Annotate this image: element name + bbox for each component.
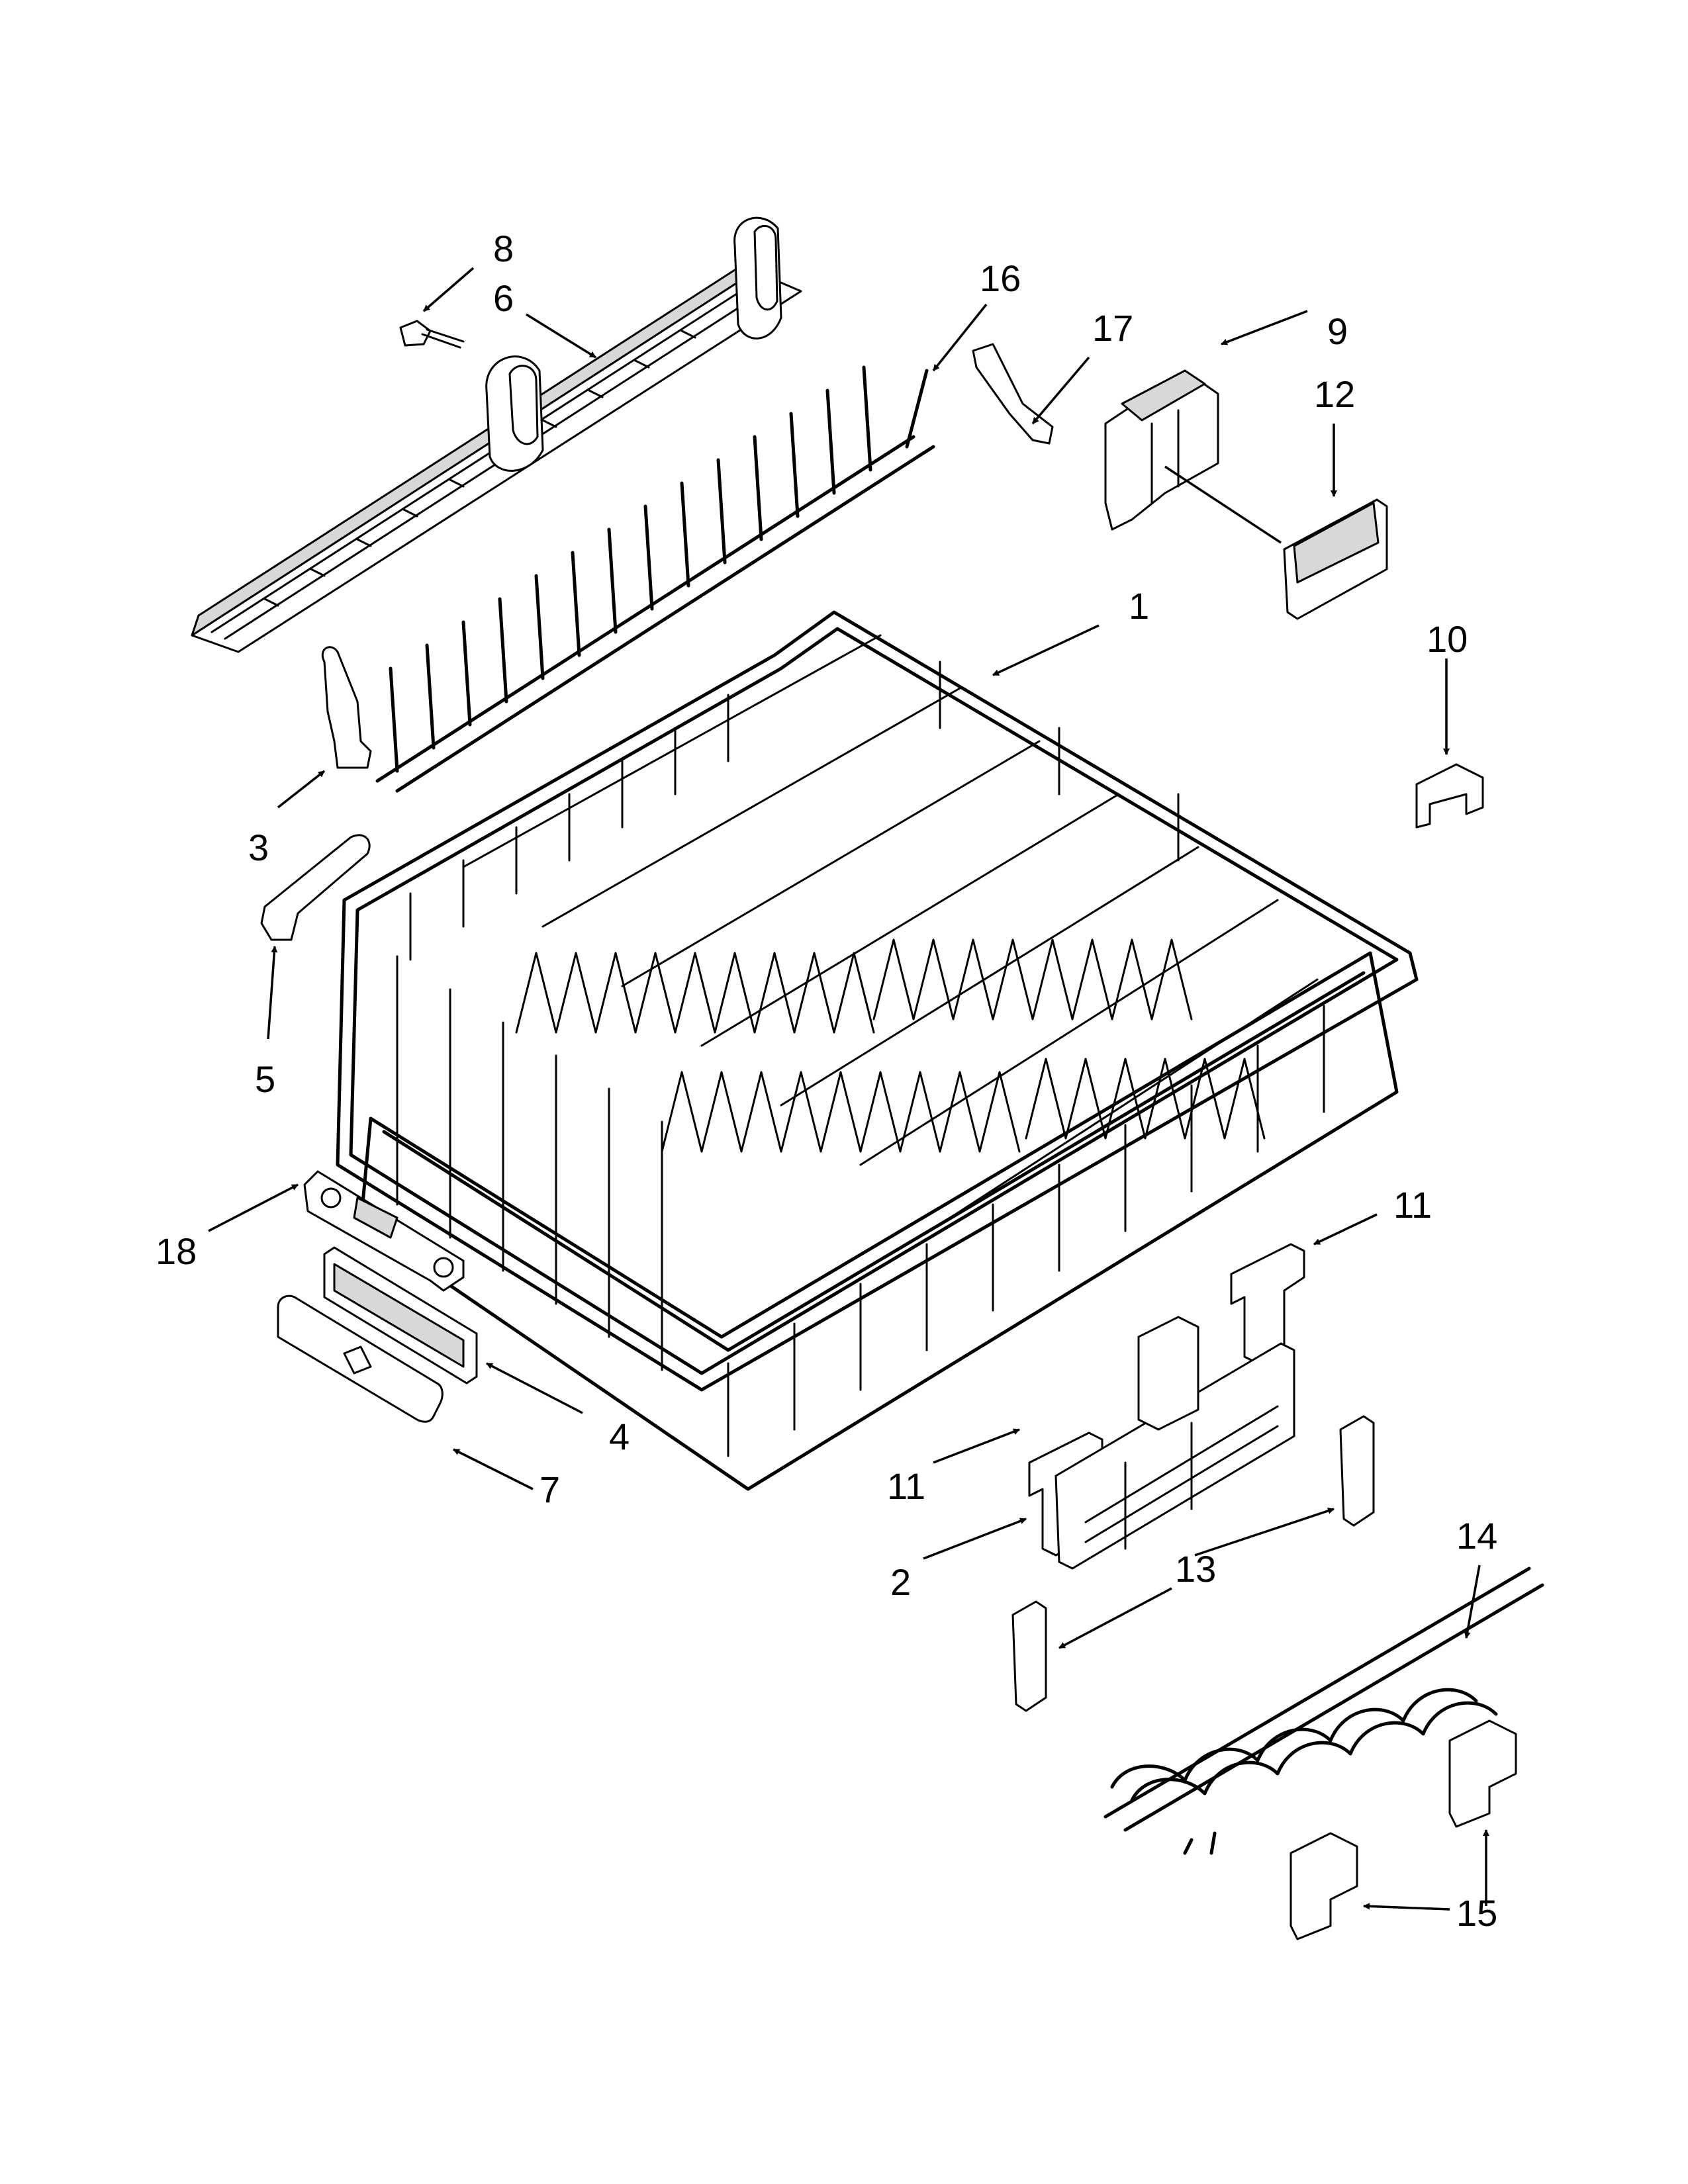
- callout-8: 8: [493, 228, 514, 269]
- rail-slide-part: [191, 216, 802, 653]
- cover-part: [1283, 498, 1388, 620]
- leader-18: [208, 1183, 299, 1232]
- callout-3: 3: [248, 827, 269, 868]
- leader-15b: [1363, 1903, 1450, 1911]
- clip-13-left-part: [1011, 1600, 1047, 1712]
- leader-1: [992, 624, 1100, 676]
- leader-8: [422, 267, 475, 312]
- leader-12-link: [1164, 465, 1282, 544]
- callout-14: 14: [1456, 1515, 1497, 1557]
- leader-6: [526, 313, 596, 359]
- leader-2: [923, 1518, 1027, 1560]
- callout-6: 6: [493, 277, 514, 319]
- callout-17: 17: [1092, 307, 1133, 349]
- clip-13-right-part: [1339, 1415, 1375, 1527]
- clip-15-left-part: [1289, 1832, 1358, 1940]
- callout-12: 12: [1314, 373, 1355, 415]
- leader-11b: [933, 1428, 1020, 1464]
- callout-1: 1: [1129, 585, 1149, 627]
- handle-bracket-part: [303, 1170, 465, 1292]
- leader-4: [486, 1362, 583, 1414]
- callout-7: 7: [539, 1469, 560, 1510]
- leader-3: [277, 770, 326, 809]
- leader-5: [267, 946, 278, 1040]
- leader-7: [453, 1448, 534, 1490]
- callout-5: 5: [255, 1058, 275, 1100]
- wire-tine-rack-part: [1103, 1567, 1544, 1855]
- leader-13b: [1058, 1587, 1172, 1649]
- screw-part: [399, 320, 465, 349]
- handle-part: [277, 1295, 444, 1423]
- callout-18: 18: [156, 1230, 197, 1272]
- leader-13a: [1194, 1508, 1335, 1557]
- clip-11-upper-part: [1230, 1243, 1305, 1365]
- small-clip-part: [1415, 763, 1484, 829]
- callout-2: 2: [890, 1561, 911, 1603]
- callout-labels: 1 2 3 4 5 6 7 8 9 10 11 11 12 13 14 15 1…: [156, 228, 1497, 1934]
- handle-frame-part: [323, 1246, 478, 1385]
- leader-14: [1464, 1565, 1481, 1639]
- callout-10: 10: [1427, 618, 1468, 660]
- callout-15: 15: [1456, 1892, 1497, 1934]
- clip-15-right-part: [1448, 1719, 1517, 1828]
- rack-adjuster-part: [1055, 1316, 1295, 1570]
- callout-11-upper: 11: [1393, 1184, 1432, 1226]
- callout-11-lower: 11: [887, 1465, 925, 1507]
- leader-16: [932, 303, 988, 372]
- arm-part: [260, 834, 371, 941]
- callout-9: 9: [1327, 310, 1348, 352]
- leader-17: [1031, 356, 1090, 425]
- callout-16: 16: [980, 257, 1021, 299]
- callout-4: 4: [609, 1416, 630, 1457]
- bracket-part: [1104, 369, 1219, 531]
- leader-11a: [1313, 1213, 1378, 1246]
- tine-row-part: [375, 365, 935, 793]
- callout-13: 13: [1175, 1548, 1216, 1590]
- leaders: [208, 267, 1489, 1911]
- clip-part: [972, 343, 1054, 445]
- leader-9: [1221, 310, 1308, 345]
- rack-clip-part: [322, 646, 372, 769]
